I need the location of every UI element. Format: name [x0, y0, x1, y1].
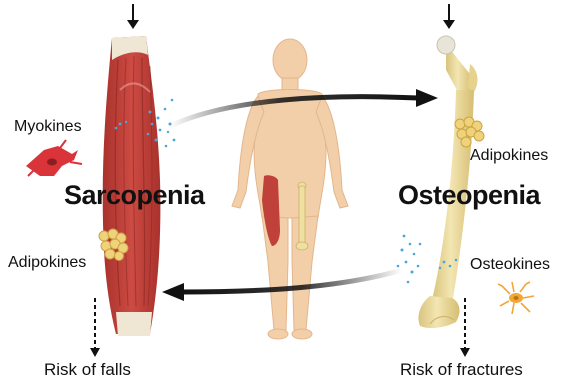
myokines-label: Myokines	[14, 118, 82, 136]
adipokines-right-label: Adipokines	[470, 147, 548, 165]
human-figure-illustration	[232, 39, 348, 339]
sarcopenia-label: Sarcopenia	[64, 180, 205, 211]
down-arrow-icon	[127, 4, 139, 29]
dashed-down-arrow-icon	[460, 298, 470, 357]
risk-of-fractures-label: Risk of fractures	[400, 360, 523, 380]
adipokines-left-label: Adipokines	[8, 254, 86, 272]
osteocyte-icon	[498, 282, 534, 314]
down-arrow-icon	[443, 4, 455, 29]
risk-of-falls-label: Risk of falls	[44, 360, 131, 380]
dashed-down-arrow-icon	[90, 298, 100, 357]
fat-cells-icon	[99, 229, 128, 261]
osteokines-label: Osteokines	[470, 256, 550, 274]
osteopenia-label: Osteopenia	[398, 180, 540, 211]
muscle-cell-icon	[26, 140, 82, 176]
